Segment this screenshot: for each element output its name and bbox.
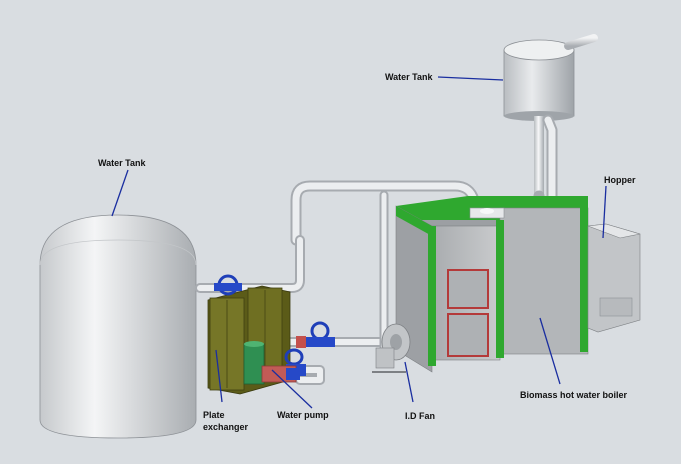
label-boiler: Biomass hot water boiler: [520, 390, 628, 400]
water-tank-left: [39, 214, 197, 439]
id-fan: [372, 323, 411, 373]
leader-water-tank-top: [437, 76, 504, 81]
label-water-tank-top: Water Tank: [385, 72, 434, 82]
valve-middle: [296, 321, 335, 348]
valve-top: [214, 274, 242, 296]
leader-water-tank-left: [111, 169, 129, 217]
leader-id-fan: [404, 361, 414, 403]
water-pump: [243, 341, 300, 385]
leader-water-pump: [271, 369, 313, 409]
label-plate-exchanger-line1: Plate: [203, 410, 225, 420]
label-plate-exchanger-line2: exchanger: [203, 422, 249, 432]
label-id-fan: I.D Fan: [405, 411, 435, 421]
leader-lines: [111, 76, 607, 409]
leader-plate-exchanger: [215, 349, 223, 403]
biomass-boiler: [395, 196, 589, 373]
label-water-tank-left: Water Tank: [98, 158, 147, 168]
leader-boiler: [539, 317, 561, 385]
hopper: [587, 223, 641, 333]
label-water-pump: Water pump: [277, 410, 329, 420]
water-tank-top: [503, 34, 598, 196]
leader-hopper: [602, 185, 607, 239]
label-hopper: Hopper: [604, 175, 636, 185]
